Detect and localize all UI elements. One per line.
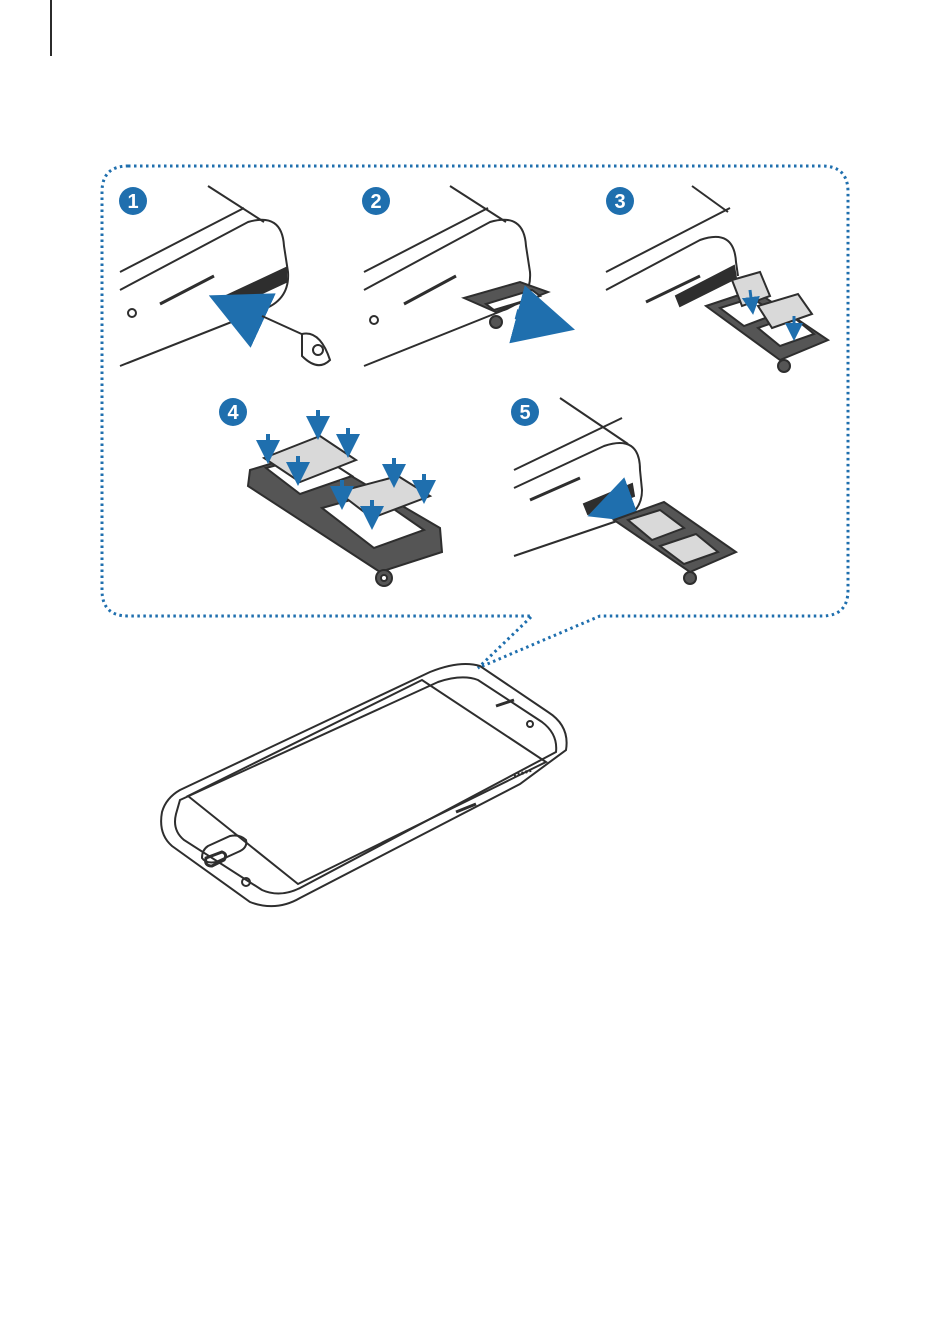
step-2-number: 2 [370, 191, 381, 213]
front-camera [527, 721, 533, 727]
step-3-number: 3 [614, 191, 625, 213]
step-4-panel: 4 [219, 398, 442, 586]
callout-bubble [102, 166, 848, 668]
step-2-panel: 2 [362, 186, 548, 366]
step-3-panel: 3 [606, 186, 828, 372]
step-5-number: 5 [519, 402, 530, 424]
step-1-number: 1 [127, 191, 138, 213]
sim-tray-icon [248, 452, 442, 586]
step-1-panel: 1 [119, 186, 330, 366]
phone-edge-icon [364, 186, 530, 366]
step-4-number: 4 [227, 402, 239, 424]
arrow-icon [750, 290, 752, 306]
sim-tray-icon [614, 502, 736, 584]
phone-icon [161, 664, 567, 906]
ejection-pin-icon [262, 316, 330, 365]
arrow-icon [516, 314, 546, 322]
step-5-panel: 5 [511, 398, 736, 584]
phone-edge-icon [120, 186, 288, 366]
